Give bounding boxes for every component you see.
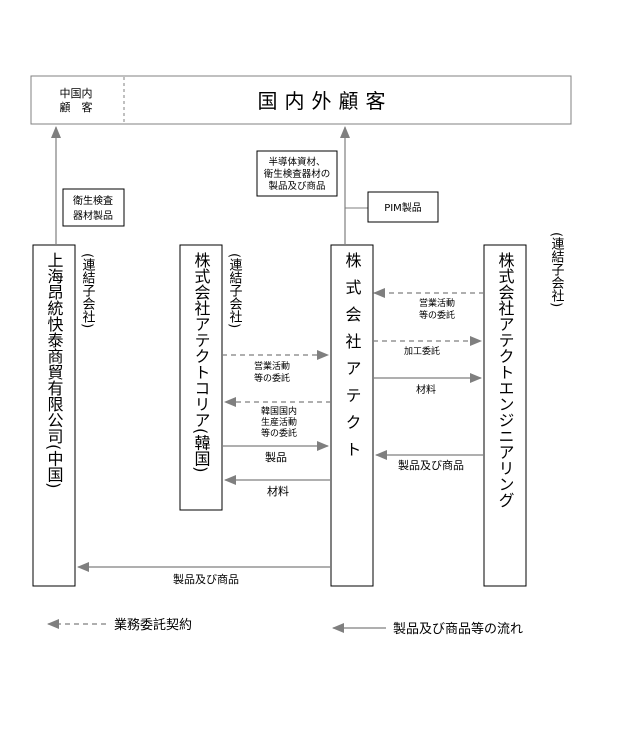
- processing-label: 加工委託: [404, 345, 440, 357]
- legend-solid-label: 製品及び商品等の流れ: [393, 621, 523, 637]
- pim-label: PIM製品: [384, 201, 422, 214]
- engineering-tag: (連結子会社): [549, 232, 565, 307]
- products-from-eng-label: 製品及び商品: [398, 458, 464, 472]
- atect-name: 株式会社アテクト: [343, 252, 362, 468]
- engineering-name: 株式会社アテクトエンジニアリング: [496, 252, 515, 508]
- hygiene-label-line1: 衛生検査: [73, 194, 113, 207]
- eng-sales-line2: 等の委託: [419, 309, 455, 321]
- atect-box: [330, 244, 374, 587]
- korea-prod-line3: 等の委託: [261, 427, 297, 439]
- domestic-customer-line1: 中国内: [60, 86, 93, 100]
- eng-sales-line1: 営業活動: [419, 297, 455, 309]
- legend-dashed-label: 業務委託契約: [114, 617, 192, 633]
- hygiene-label-box: [62, 188, 125, 227]
- shanghai-tag: (連結子会社): [80, 253, 96, 328]
- pim-label-box: [367, 191, 439, 223]
- semiconductor-label-box: [256, 150, 338, 197]
- korea-box: [179, 244, 223, 511]
- customer-box: [30, 75, 572, 125]
- engineering-box: [483, 244, 527, 587]
- shanghai-box: [32, 244, 76, 587]
- semi-label-line1: 半導体資材、: [268, 156, 325, 168]
- korea-tag: (連結子会社): [227, 253, 243, 328]
- semi-label-line2: 衛生検査器材の: [264, 168, 331, 180]
- korea-sales-line2: 等の委託: [254, 372, 290, 384]
- korea-material-label: 材料: [267, 484, 289, 498]
- hygiene-label-line2: 器材製品: [73, 209, 113, 222]
- main-customer-title: 国内外顧客: [258, 89, 393, 113]
- korea-name: 株式会社アテクトコリア(韓国): [192, 252, 211, 472]
- korea-prod-line2: 生産活動: [261, 416, 297, 428]
- korea-prod-line1: 韓国国内: [261, 405, 297, 417]
- korea-products-label: 製品: [265, 450, 287, 464]
- bottom-flow-label: 製品及び商品: [173, 572, 239, 586]
- domestic-customer-line2: 顧 客: [60, 100, 93, 114]
- semi-label-line3: 製品及び商品: [268, 180, 325, 192]
- material-eng-label: 材料: [416, 383, 436, 396]
- shanghai-name: 上海昂統快泰商貿有限公司(中国): [45, 252, 64, 488]
- korea-sales-line1: 営業活動: [254, 360, 290, 372]
